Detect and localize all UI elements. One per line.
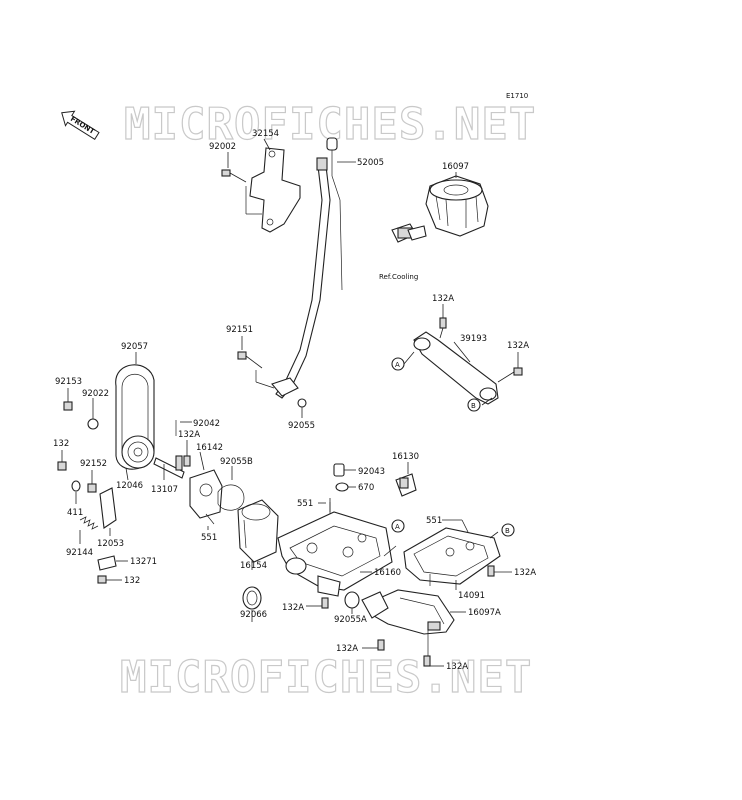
label-92043: 92043 [358, 467, 385, 477]
bolt-132A-top [439, 317, 447, 339]
label-132A-top: 132A [432, 294, 454, 304]
sprocket [121, 435, 155, 469]
label-16097A: 16097A [468, 608, 501, 618]
gasket-92055B [217, 484, 245, 511]
callout-b-upper: B [467, 398, 481, 412]
label-92066: 92066 [240, 610, 267, 620]
label-551-left: 551 [201, 533, 217, 543]
label-92055: 92055 [288, 421, 315, 431]
arm-39193 [413, 331, 499, 405]
label-132-bottom: 132 [124, 576, 140, 586]
bolt-92153 [63, 401, 73, 411]
label-14091: 14091 [458, 591, 485, 601]
pump-body-16160 [277, 511, 393, 597]
label-92055B: 92055B [220, 457, 253, 467]
label-52005: 52005 [357, 158, 384, 168]
label-92057: 92057 [121, 342, 148, 352]
oring-92055 [297, 398, 307, 408]
housing-16097A [361, 589, 455, 635]
shaft-13107 [153, 455, 185, 479]
label-92042: 92042 [193, 419, 220, 429]
label-92144: 92144 [66, 548, 93, 558]
label-670: 670 [358, 483, 374, 493]
bolt-132A-low [321, 597, 329, 609]
callout-b-lower: B [501, 523, 515, 537]
watermark-bottom: MICROFICHES.NET [120, 652, 532, 703]
bolt-92152 [87, 483, 97, 493]
svg-text:B: B [471, 402, 476, 410]
label-16154: 16154 [240, 561, 267, 571]
washer-92022 [87, 418, 99, 430]
oring-670 [335, 482, 349, 492]
label-16097: 16097 [442, 162, 469, 172]
label-411: 411 [67, 508, 83, 518]
oring-92055A [344, 591, 360, 609]
tensioner-12053 [99, 487, 117, 529]
bracket-32154 [245, 147, 301, 233]
label-132A-bot2: 132A [446, 662, 468, 672]
label-16142: 16142 [196, 443, 223, 453]
bolt-132A-bot1 [377, 639, 385, 651]
label-132A-right: 132A [507, 341, 529, 351]
bolt-92151 [237, 351, 263, 369]
rotor-16154 [237, 499, 279, 563]
label-ref-cooling: Ref.Cooling [379, 273, 418, 281]
pipe-flange [255, 370, 299, 397]
label-92022: 92022 [82, 389, 109, 399]
cover-14091 [403, 527, 501, 586]
dipstick-52005 [275, 137, 343, 399]
valve-16130 [395, 473, 417, 497]
label-92151: 92151 [226, 325, 253, 335]
label-16130: 16130 [392, 452, 419, 462]
front-arrow-icon [61, 110, 100, 140]
label-92055A: 92055A [334, 615, 367, 625]
label-132A-low: 132A [282, 603, 304, 613]
svg-text:B: B [505, 527, 510, 535]
label-551-right: 551 [426, 516, 442, 526]
diagram-code: E1710 [506, 92, 528, 100]
oil-filter-16097 [425, 175, 489, 237]
label-132A-mid: 132A [178, 430, 200, 440]
label-551-mid: 551 [297, 499, 313, 509]
label-16160: 16160 [374, 568, 401, 578]
label-13107: 13107 [151, 485, 178, 495]
fitting-ref-cooling [391, 223, 427, 243]
label-32154: 32154 [252, 129, 279, 139]
callout-a-upper: A [391, 357, 405, 371]
callout-a-lower: A [391, 519, 405, 533]
pump-cover-16142 [189, 469, 223, 519]
spring-92144 [79, 516, 99, 530]
label-12053: 12053 [97, 539, 124, 549]
label-13271: 13271 [130, 557, 157, 567]
label-132A-rr: 132A [514, 568, 536, 578]
plate-13271 [97, 555, 117, 571]
label-92153: 92153 [55, 377, 82, 387]
label-39193: 39193 [460, 334, 487, 344]
svg-text:A: A [395, 361, 400, 369]
bolt-132A-right [497, 367, 523, 383]
label-92002: 92002 [209, 142, 236, 152]
washer-411 [71, 480, 81, 492]
bolt-92002 [221, 169, 247, 183]
label-12046: 12046 [116, 481, 143, 491]
label-92152: 92152 [80, 459, 107, 469]
bolt-132-left [57, 461, 67, 471]
oring-92066 [242, 586, 262, 610]
bolt-132-bottom [97, 575, 107, 584]
bolt-132A-rr [487, 565, 495, 577]
label-132: 132 [53, 439, 69, 449]
bolt-132A-bot2 [423, 655, 431, 667]
bolt-132A-mid [183, 455, 191, 467]
svg-text:A: A [395, 523, 400, 531]
pin-92043 [333, 463, 345, 477]
label-132A-bot1: 132A [336, 644, 358, 654]
